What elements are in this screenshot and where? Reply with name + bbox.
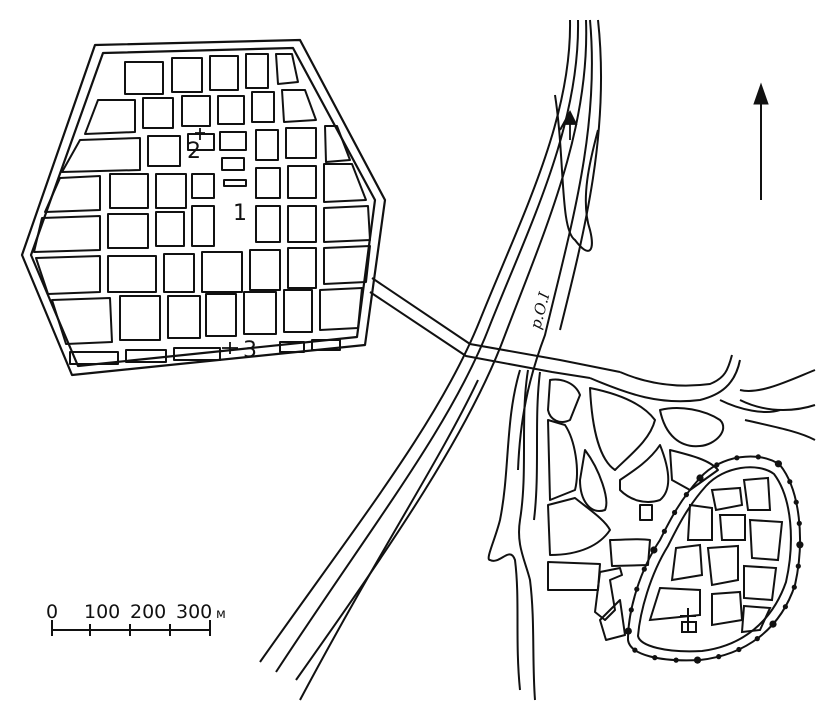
tower-dot — [796, 541, 804, 549]
tower-dot — [793, 499, 799, 505]
scale-tick-100: 100 — [84, 601, 120, 623]
river — [259, 19, 603, 701]
fortress — [626, 455, 801, 662]
cross-marker-2 — [195, 128, 205, 140]
tower-dot — [661, 528, 668, 534]
tower-dot — [769, 620, 777, 628]
tower-dot — [650, 546, 658, 554]
tower-dot — [696, 474, 704, 482]
river-flow-arrow — [562, 109, 578, 140]
tower-dot — [755, 454, 761, 460]
tower-dot — [632, 647, 638, 653]
tower-dot — [795, 563, 801, 569]
town-outline — [20, 38, 387, 377]
causeway-road — [369, 277, 621, 379]
tower-dot — [683, 492, 690, 498]
grid-town — [20, 38, 387, 377]
tower-dot — [754, 636, 760, 642]
tower-dot — [782, 604, 789, 610]
tower-dot — [736, 646, 742, 653]
town-outline-inner — [29, 46, 377, 368]
river-label: р.О.І — [526, 289, 553, 331]
tower-dot — [787, 479, 793, 485]
scale-tick-200: 200 — [130, 601, 166, 623]
tower-dot — [628, 607, 634, 613]
tower-dot — [672, 509, 678, 516]
north-arrow-icon — [753, 82, 769, 200]
cross-marker-3 — [222, 342, 238, 354]
tower-dot — [714, 462, 720, 468]
fortress-wall — [626, 455, 801, 662]
tower-dot — [673, 657, 679, 663]
scale-tick-0: 0 — [46, 601, 58, 623]
tower-dot — [641, 566, 647, 572]
tower-dot — [634, 586, 640, 592]
east-streets — [547, 354, 816, 641]
tower-dot — [624, 627, 632, 635]
site-label-1: 1 — [233, 201, 247, 226]
site-label-2: 2 — [187, 139, 201, 164]
tower-dot — [774, 460, 783, 468]
scale-tick-300: 300 — [176, 601, 212, 623]
town-blocks — [33, 53, 371, 365]
scale-unit: м — [216, 607, 226, 622]
scale-bar: 0 100 200 300 м — [46, 601, 226, 636]
tower-dot — [796, 520, 802, 527]
tower-dot — [693, 656, 702, 664]
tower-dot — [652, 655, 658, 661]
fortress-towers — [624, 454, 804, 664]
cross-symbol-icon — [680, 608, 697, 633]
tower-dot — [734, 455, 740, 461]
site-label-3: 3 — [243, 338, 257, 363]
tower-dot — [791, 584, 797, 590]
tower-dot — [716, 654, 722, 660]
